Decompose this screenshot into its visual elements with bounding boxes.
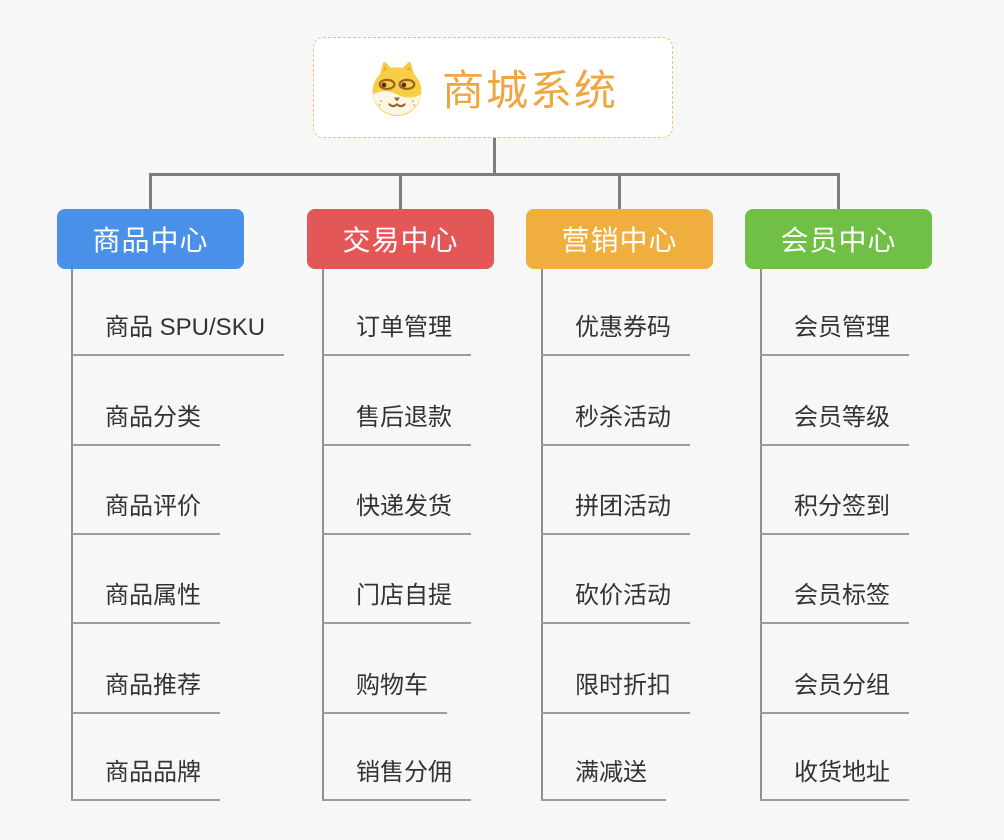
topic-item[interactable]: 商品推荐: [71, 672, 220, 714]
topic-item[interactable]: 销售分佣: [322, 759, 471, 801]
branch-label: 交易中心: [342, 225, 459, 256]
topic-item[interactable]: 优惠券码: [541, 314, 690, 356]
root-title: 商城系统: [441, 67, 618, 114]
topic-item[interactable]: 售后退款: [322, 404, 471, 446]
branch-node-marketing-center[interactable]: 营销中心: [526, 209, 713, 269]
connector-drop-member: [837, 175, 840, 209]
topic-item[interactable]: 购物车: [322, 672, 447, 714]
topic-item[interactable]: 秒杀活动: [541, 404, 690, 446]
topic-item[interactable]: 满减送: [541, 759, 666, 801]
branch-label: 商品中心: [92, 225, 209, 256]
connector-root-drop: [493, 138, 496, 174]
topic-item[interactable]: 会员管理: [760, 314, 909, 356]
topic-item[interactable]: 商品品牌: [71, 759, 220, 801]
topic-item[interactable]: 订单管理: [322, 314, 471, 356]
connector-horizontal: [149, 173, 840, 176]
branch-node-trade-center[interactable]: 交易中心: [307, 209, 494, 269]
branch-label: 营销中心: [561, 225, 678, 256]
branch-node-member-center[interactable]: 会员中心: [745, 209, 932, 269]
topic-item[interactable]: 砍价活动: [541, 582, 690, 624]
topic-item[interactable]: 商品评价: [71, 493, 220, 535]
topic-item[interactable]: 商品属性: [71, 582, 220, 624]
branch-label: 会员中心: [780, 225, 897, 256]
doge-icon: [368, 60, 426, 116]
branch-node-product-center[interactable]: 商品中心: [57, 209, 244, 269]
topic-item[interactable]: 收货地址: [760, 759, 909, 801]
topic-item[interactable]: 会员分组: [760, 672, 909, 714]
topic-item[interactable]: 商品分类: [71, 404, 220, 446]
connector-drop-product: [149, 175, 152, 209]
topic-item[interactable]: 门店自提: [322, 582, 471, 624]
topic-item[interactable]: 快递发货: [322, 493, 471, 535]
connector-drop-marketing: [618, 175, 621, 209]
topic-item[interactable]: 积分签到: [760, 493, 909, 535]
topic-item[interactable]: 限时折扣: [541, 672, 690, 714]
topic-item[interactable]: 会员等级: [760, 404, 909, 446]
connector-drop-trade: [399, 175, 402, 209]
topic-item[interactable]: 拼团活动: [541, 493, 690, 535]
root-node[interactable]: 商城系统: [313, 37, 673, 138]
topic-item[interactable]: 商品 SPU/SKU: [71, 314, 285, 356]
topic-item[interactable]: 会员标签: [760, 582, 909, 624]
